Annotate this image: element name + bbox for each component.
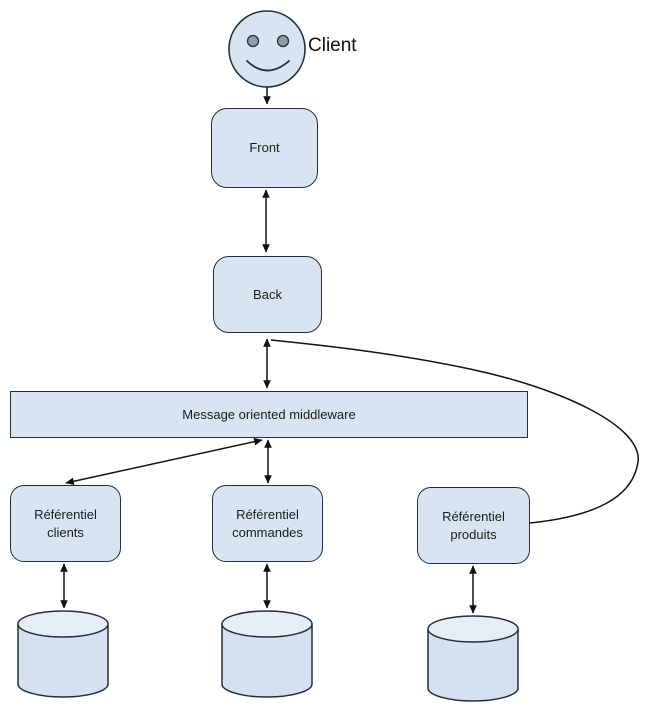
node-referentiel-clients-label: Référentiel clients	[34, 506, 97, 540]
node-middleware-label: Message oriented middleware	[182, 406, 356, 422]
node-back-label: Back	[253, 286, 282, 302]
client-smile	[246, 60, 290, 72]
client-left-eye	[246, 34, 260, 48]
node-back: Back	[213, 256, 322, 333]
node-referentiel-commandes-label: Référentiel commandes	[232, 506, 303, 540]
connector-middleware-clients	[65, 437, 263, 486]
database-cylinder-clients	[17, 610, 109, 698]
node-referentiel-produits: Référentiel produits	[417, 487, 530, 564]
node-referentiel-clients: Référentiel clients	[10, 485, 121, 562]
client-actor-icon	[228, 10, 306, 88]
node-front: Front	[211, 108, 318, 188]
client-right-eye	[276, 34, 290, 48]
node-referentiel-produits-label: Référentiel produits	[442, 508, 505, 542]
connector-produits-back-curve	[270, 339, 639, 524]
node-front-label: Front	[249, 140, 280, 155]
client-actor-label: Client	[308, 35, 357, 56]
node-referentiel-commandes: Référentiel commandes	[212, 485, 323, 562]
database-cylinder-produits	[427, 615, 519, 702]
database-cylinder-commandes	[221, 610, 313, 698]
node-middleware: Message oriented middleware	[10, 391, 528, 438]
